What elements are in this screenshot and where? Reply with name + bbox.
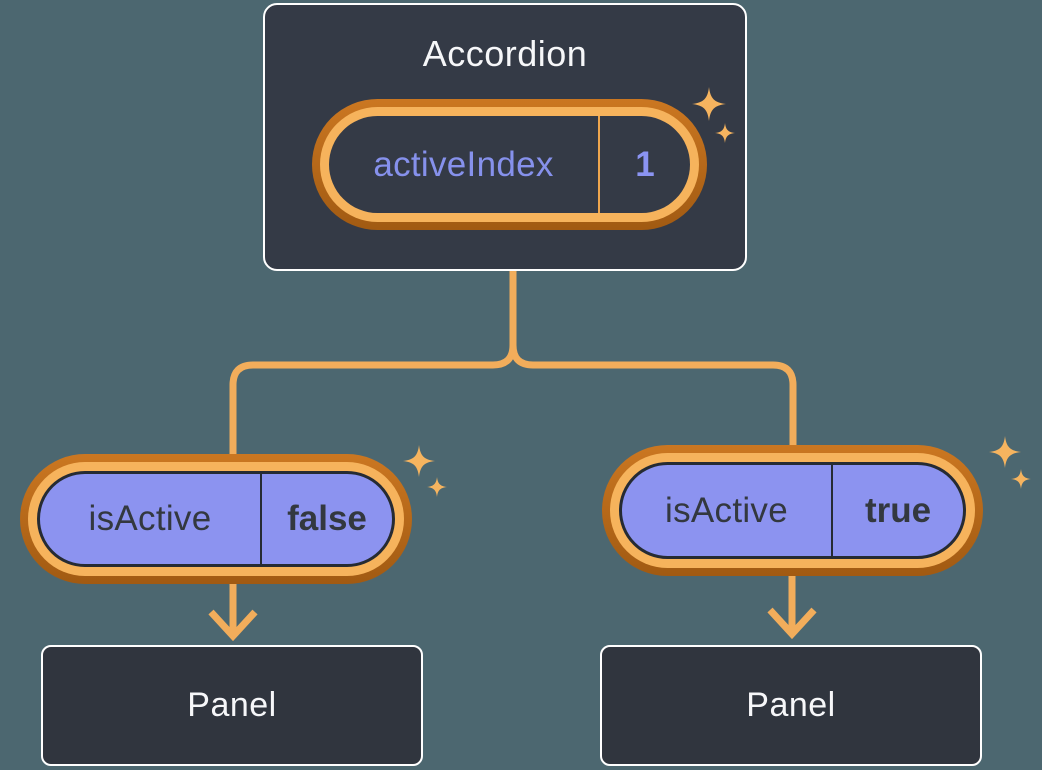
state-pill-body: activeIndex 1 [329, 116, 690, 213]
panel-label: Panel [746, 686, 836, 724]
prop-pill-body: isActive true [619, 462, 966, 559]
branch-line-left [229, 271, 517, 457]
arrow-right-head [767, 607, 817, 640]
prop-pill-divider [260, 474, 262, 564]
prop-pill-label: isActive [88, 499, 212, 538]
prop-pill-ring: isActive false [28, 462, 404, 576]
panel-label: Panel [187, 686, 277, 724]
prop-pill-body: isActive false [37, 471, 395, 567]
branch-line-right [509, 271, 797, 449]
prop-pill-divider [831, 465, 833, 556]
panel-card-right: Panel [600, 645, 982, 766]
prop-pill-isactive-false: isActive false [20, 454, 412, 584]
state-pill-value: 1 [635, 144, 655, 184]
arrow-left-head [208, 609, 258, 642]
state-pill-divider [598, 116, 600, 213]
state-pill-ring: activeIndex 1 [320, 107, 699, 222]
prop-pill-label: isActive [665, 490, 788, 530]
state-pill-label: activeIndex [373, 144, 554, 184]
prop-pill-value: true [864, 490, 932, 530]
state-pill-activeindex: activeIndex 1 [312, 99, 707, 230]
prop-pill-value: false [287, 499, 367, 538]
accordion-title: Accordion [422, 33, 588, 74]
prop-pill-ring: isActive true [610, 453, 975, 568]
panel-card-left: Panel [41, 645, 423, 766]
prop-pill-isactive-true: isActive true [602, 445, 983, 576]
